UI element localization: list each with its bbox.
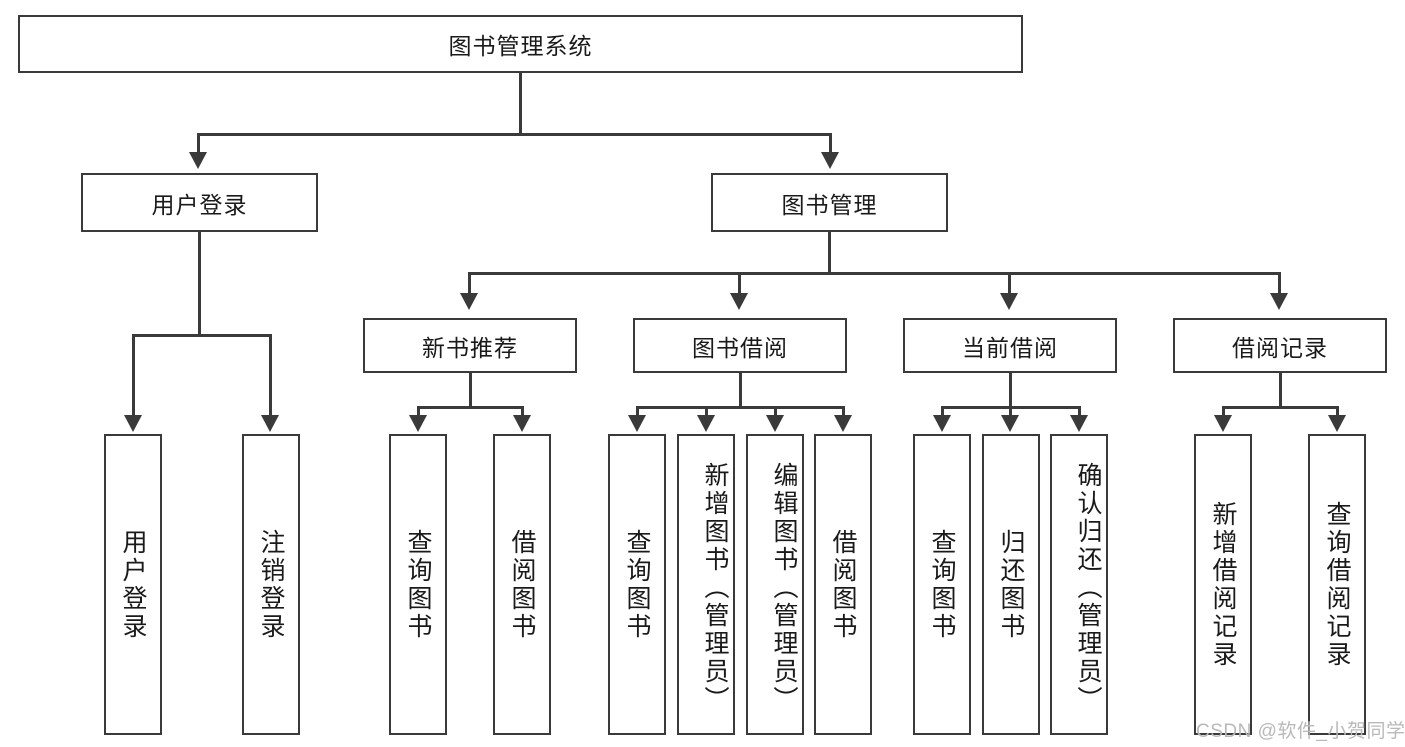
- connector-borrow-record-bus: [1222, 406, 1339, 409]
- connector-book-borrow-to-leaf-3: [774, 406, 777, 419]
- arrowhead-book-manage-to-borrow-record: [1270, 293, 1288, 310]
- connector-book-borrow-bus: [636, 406, 845, 409]
- leaf-query-borrow-record[interactable]: 查询借阅记录: [1308, 434, 1366, 735]
- connector-book-manage-to-borrow-record: [1278, 272, 1281, 296]
- leaf-query-book-borrow[interactable]: 查询图书: [608, 434, 666, 735]
- node-root-book-management-system[interactable]: 图书管理系统: [18, 15, 1023, 73]
- node-label: 新增借阅记录: [1209, 500, 1237, 669]
- leaf-return-book[interactable]: 归还图书: [982, 434, 1040, 735]
- node-label: 查询图书: [928, 528, 956, 641]
- connector-current-borrow-stem: [1009, 373, 1012, 408]
- connector-user-login-stem: [198, 232, 201, 336]
- connector-book-manage-bus: [468, 272, 1281, 275]
- connector-book-manage-stem: [828, 232, 831, 274]
- node-borrowing-record[interactable]: 借阅记录: [1173, 318, 1387, 373]
- node-label: 当前借阅: [962, 334, 1058, 361]
- node-label: 图书管理: [781, 191, 878, 218]
- arrowhead-book-borrow-to-leaf-1: [628, 415, 646, 432]
- node-user-login[interactable]: 用户登录: [81, 173, 318, 232]
- arrowhead-book-manage-to-book-borrow: [730, 293, 748, 310]
- arrowhead-book-manage-to-current-borrow: [1000, 293, 1018, 310]
- arrowhead-root-to-book-manage: [821, 152, 839, 169]
- connector-new-book-rec-stem: [469, 373, 472, 408]
- arrowhead-current-borrow-to-leaf-3: [1070, 415, 1088, 432]
- connector-book-borrow-to-leaf-1: [636, 406, 639, 419]
- connector-book-borrow-to-leaf-4: [842, 406, 845, 419]
- arrowhead-user-login-to-leaf-2: [261, 415, 279, 432]
- node-label: 确认归还（管理员）: [1074, 461, 1102, 714]
- connector-new-book-rec-to-leaf-1: [417, 406, 420, 419]
- node-new-book-recommendation[interactable]: 新书推荐: [363, 318, 577, 373]
- arrowhead-book-borrow-to-leaf-3: [766, 415, 784, 432]
- arrowhead-new-book-rec-to-leaf-2: [513, 415, 531, 432]
- arrowhead-current-borrow-to-leaf-2: [1001, 415, 1019, 432]
- node-book-management[interactable]: 图书管理: [711, 173, 948, 232]
- arrowhead-book-manage-to-new-book-rec: [460, 293, 478, 310]
- leaf-query-book-current[interactable]: 查询图书: [913, 434, 971, 735]
- connector-user-login-to-leaf-2: [269, 334, 272, 418]
- node-label: 查询图书: [623, 528, 651, 641]
- connector-borrow-record-stem: [1279, 373, 1282, 408]
- connector-root-bus: [197, 133, 832, 136]
- node-label: 归还图书: [997, 528, 1025, 641]
- csdn-watermark: CSDN @软件_小贺同学: [1196, 721, 1405, 742]
- connector-new-book-rec-to-leaf-2: [521, 406, 524, 419]
- connector-book-borrow-to-leaf-2: [705, 406, 708, 419]
- connector-borrow-record-to-leaf-1: [1222, 406, 1225, 419]
- node-label: 新书推荐: [422, 334, 518, 361]
- arrowhead-new-book-rec-to-leaf-1: [409, 415, 427, 432]
- connector-book-manage-to-current-borrow: [1008, 272, 1011, 296]
- connector-user-login-to-leaf-1: [132, 334, 135, 418]
- leaf-query-book-new-rec[interactable]: 查询图书: [389, 434, 447, 735]
- connector-borrow-record-to-leaf-2: [1336, 406, 1339, 419]
- arrowhead-borrow-record-to-leaf-1: [1214, 415, 1232, 432]
- arrowhead-borrow-record-to-leaf-2: [1328, 415, 1346, 432]
- connector-current-borrow-to-leaf-1: [941, 406, 944, 419]
- arrowhead-root-to-user-login: [189, 152, 207, 169]
- leaf-edit-book-admin[interactable]: 编辑图书（管理员）: [746, 434, 804, 735]
- node-label: 用户登录: [119, 528, 147, 641]
- leaf-borrow-book-borrow[interactable]: 借阅图书: [814, 434, 872, 735]
- connector-current-borrow-to-leaf-3: [1078, 406, 1081, 419]
- arrowhead-book-borrow-to-leaf-4: [834, 415, 852, 432]
- connector-user-login-bus: [132, 334, 269, 337]
- connector-book-manage-to-book-borrow: [738, 272, 741, 296]
- connector-root-to-book-manage: [829, 133, 832, 155]
- node-label: 借阅图书: [508, 528, 536, 641]
- node-label: 借阅记录: [1232, 334, 1328, 361]
- connector-root-stem: [519, 73, 522, 135]
- node-label: 借阅图书: [829, 528, 857, 641]
- connector-current-borrow-to-leaf-2: [1009, 406, 1012, 419]
- arrowhead-user-login-to-leaf-1: [124, 415, 142, 432]
- node-label: 图书借阅: [692, 334, 788, 361]
- connector-new-book-rec-bus: [417, 406, 524, 409]
- connector-book-borrow-stem: [739, 373, 742, 408]
- connector-root-to-user-login: [197, 133, 200, 155]
- node-current-borrowing[interactable]: 当前借阅: [903, 318, 1117, 373]
- node-label: 注销登录: [257, 528, 285, 641]
- leaf-user-login[interactable]: 用户登录: [104, 434, 162, 735]
- arrowhead-book-borrow-to-leaf-2: [697, 415, 715, 432]
- leaf-add-book-admin[interactable]: 新增图书（管理员）: [677, 434, 735, 735]
- node-label: 查询图书: [404, 528, 432, 641]
- node-label: 新增图书（管理员）: [701, 461, 729, 714]
- leaf-borrow-book-new-rec[interactable]: 借阅图书: [493, 434, 551, 735]
- leaf-confirm-return-admin[interactable]: 确认归还（管理员）: [1050, 434, 1108, 735]
- node-label: 图书管理系统: [448, 33, 593, 59]
- node-label: 查询借阅记录: [1323, 500, 1351, 669]
- node-label: 编辑图书（管理员）: [770, 461, 798, 714]
- connector-book-manage-to-new-book-rec: [468, 272, 471, 296]
- node-label: 用户登录: [151, 191, 248, 218]
- leaf-logout-login[interactable]: 注销登录: [242, 434, 300, 735]
- node-book-borrowing[interactable]: 图书借阅: [633, 318, 847, 373]
- leaf-add-borrow-record[interactable]: 新增借阅记录: [1194, 434, 1252, 735]
- arrowhead-current-borrow-to-leaf-1: [933, 415, 951, 432]
